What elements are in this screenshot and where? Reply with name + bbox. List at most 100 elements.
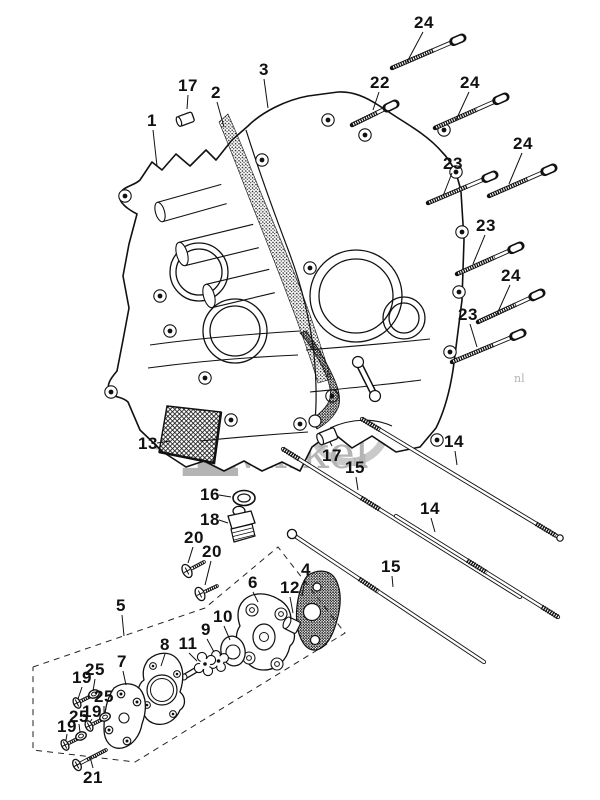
- bolt-hole-center: [453, 169, 459, 175]
- part-callout-16: 16: [200, 485, 220, 504]
- plate-hole-dot: [119, 692, 123, 696]
- pump-boss-hole: [274, 661, 280, 667]
- case-bolt-24: [432, 92, 510, 131]
- bolt-hole-center: [157, 293, 163, 299]
- leader-line: [430, 517, 436, 533]
- part-callout-17: 17: [322, 446, 342, 465]
- bolt-hole-center: [459, 229, 465, 235]
- pump-gasket-bore: [146, 674, 178, 706]
- leader-line: [216, 101, 225, 128]
- watermark-suffix: nl: [352, 451, 367, 470]
- case-line: [206, 268, 275, 309]
- part-callout-20: 20: [184, 528, 204, 547]
- part-callout-19: 19: [72, 668, 92, 687]
- crankcase-drawing: [104, 91, 469, 472]
- dowel-pin-17: [175, 111, 195, 127]
- inner-rotor-hole: [216, 659, 221, 663]
- case-bolt-23: [425, 170, 499, 206]
- part-callout-14: 14: [444, 432, 464, 451]
- link-eye: [351, 355, 365, 369]
- pump-center-hole: [259, 632, 269, 642]
- leader-line: [289, 596, 294, 614]
- leader-line: [152, 129, 158, 167]
- part-callout-21: 21: [83, 768, 103, 787]
- part-callout-25: 25: [69, 707, 89, 726]
- part-callout-19: 19: [82, 702, 102, 721]
- leader-line: [65, 733, 68, 741]
- leader-line: [156, 440, 171, 444]
- screw-20: [181, 560, 206, 579]
- gasket-band: [218, 113, 332, 384]
- leader-line: [508, 152, 523, 185]
- plate-hole-dot: [125, 739, 129, 743]
- oil-passage-cap: [282, 616, 301, 634]
- dowel-pin-17: [316, 427, 339, 446]
- case-bolt-23: [449, 328, 527, 365]
- case-bolt-24: [475, 288, 546, 325]
- leader-line: [391, 575, 394, 588]
- pump-boss-hole: [249, 607, 255, 613]
- leader-line: [204, 560, 212, 586]
- lever-pivot: [308, 414, 322, 428]
- part-callout-23: 23: [458, 305, 478, 324]
- part-callout-24: 24: [460, 73, 480, 92]
- part-callout-7: 7: [117, 652, 127, 671]
- stud-15: [286, 528, 487, 665]
- case-line: [149, 330, 301, 346]
- outer-rotor-bore: [225, 644, 241, 660]
- leader-line: [329, 441, 333, 447]
- boss-end: [175, 241, 189, 267]
- bolt-hole-center: [325, 117, 331, 123]
- part-callout-11: 11: [179, 634, 198, 653]
- part-callout-8: 8: [160, 635, 170, 654]
- shaft-rotor-hole: [203, 662, 207, 666]
- bearing-bore: [175, 248, 223, 296]
- leader-line: [218, 494, 232, 498]
- leader-line: [77, 686, 83, 700]
- leader-line: [218, 519, 229, 524]
- pump-boss-hole: [246, 655, 252, 661]
- leader-line: [469, 323, 478, 348]
- bracket-hole: [309, 634, 321, 646]
- case-line: [179, 223, 259, 267]
- leader-line: [89, 756, 94, 769]
- screw-19: [72, 694, 93, 709]
- leader-line: [122, 670, 127, 686]
- case-bolt-24: [389, 33, 467, 71]
- bearing-bore: [309, 249, 403, 343]
- part-callout-10: 10: [213, 607, 233, 626]
- part-callout-4: 4: [301, 560, 311, 579]
- leader-line: [78, 723, 81, 733]
- leader-line: [252, 591, 259, 603]
- screw-19: [60, 736, 81, 751]
- pump-boss-hole: [278, 611, 284, 617]
- part-callout-15: 15: [381, 557, 401, 576]
- stud-15: [280, 446, 523, 600]
- part-callout-24: 24: [414, 13, 434, 32]
- washer-25: [99, 712, 111, 722]
- leader-line: [89, 718, 93, 723]
- leader-line: [372, 91, 380, 111]
- bolt-hole-center: [122, 193, 128, 199]
- part-callout-24: 24: [501, 266, 521, 285]
- leader-line: [442, 172, 453, 197]
- bolt-hole-center: [228, 417, 234, 423]
- plate-center-hole: [118, 712, 130, 724]
- part-callout-9: 9: [201, 620, 211, 639]
- leader-line: [160, 653, 166, 667]
- case-line: [157, 183, 227, 223]
- part-callout-15: 15: [345, 458, 365, 477]
- leader-line: [496, 284, 511, 315]
- watermark-suffix-small: nl: [514, 372, 525, 385]
- oil-screen-frame: [158, 411, 223, 465]
- part-callout-14: 14: [420, 499, 440, 518]
- pump-gasket-bore-inner: [150, 678, 174, 702]
- bearing-bore: [318, 258, 394, 334]
- part-callout-2: 2: [211, 83, 221, 102]
- boss-end: [202, 283, 216, 309]
- part-callout-17: 17: [178, 76, 198, 95]
- plate-hole-dot: [107, 728, 111, 732]
- bearing-bore: [169, 242, 229, 302]
- case-line: [245, 129, 317, 421]
- link-eye: [368, 389, 382, 403]
